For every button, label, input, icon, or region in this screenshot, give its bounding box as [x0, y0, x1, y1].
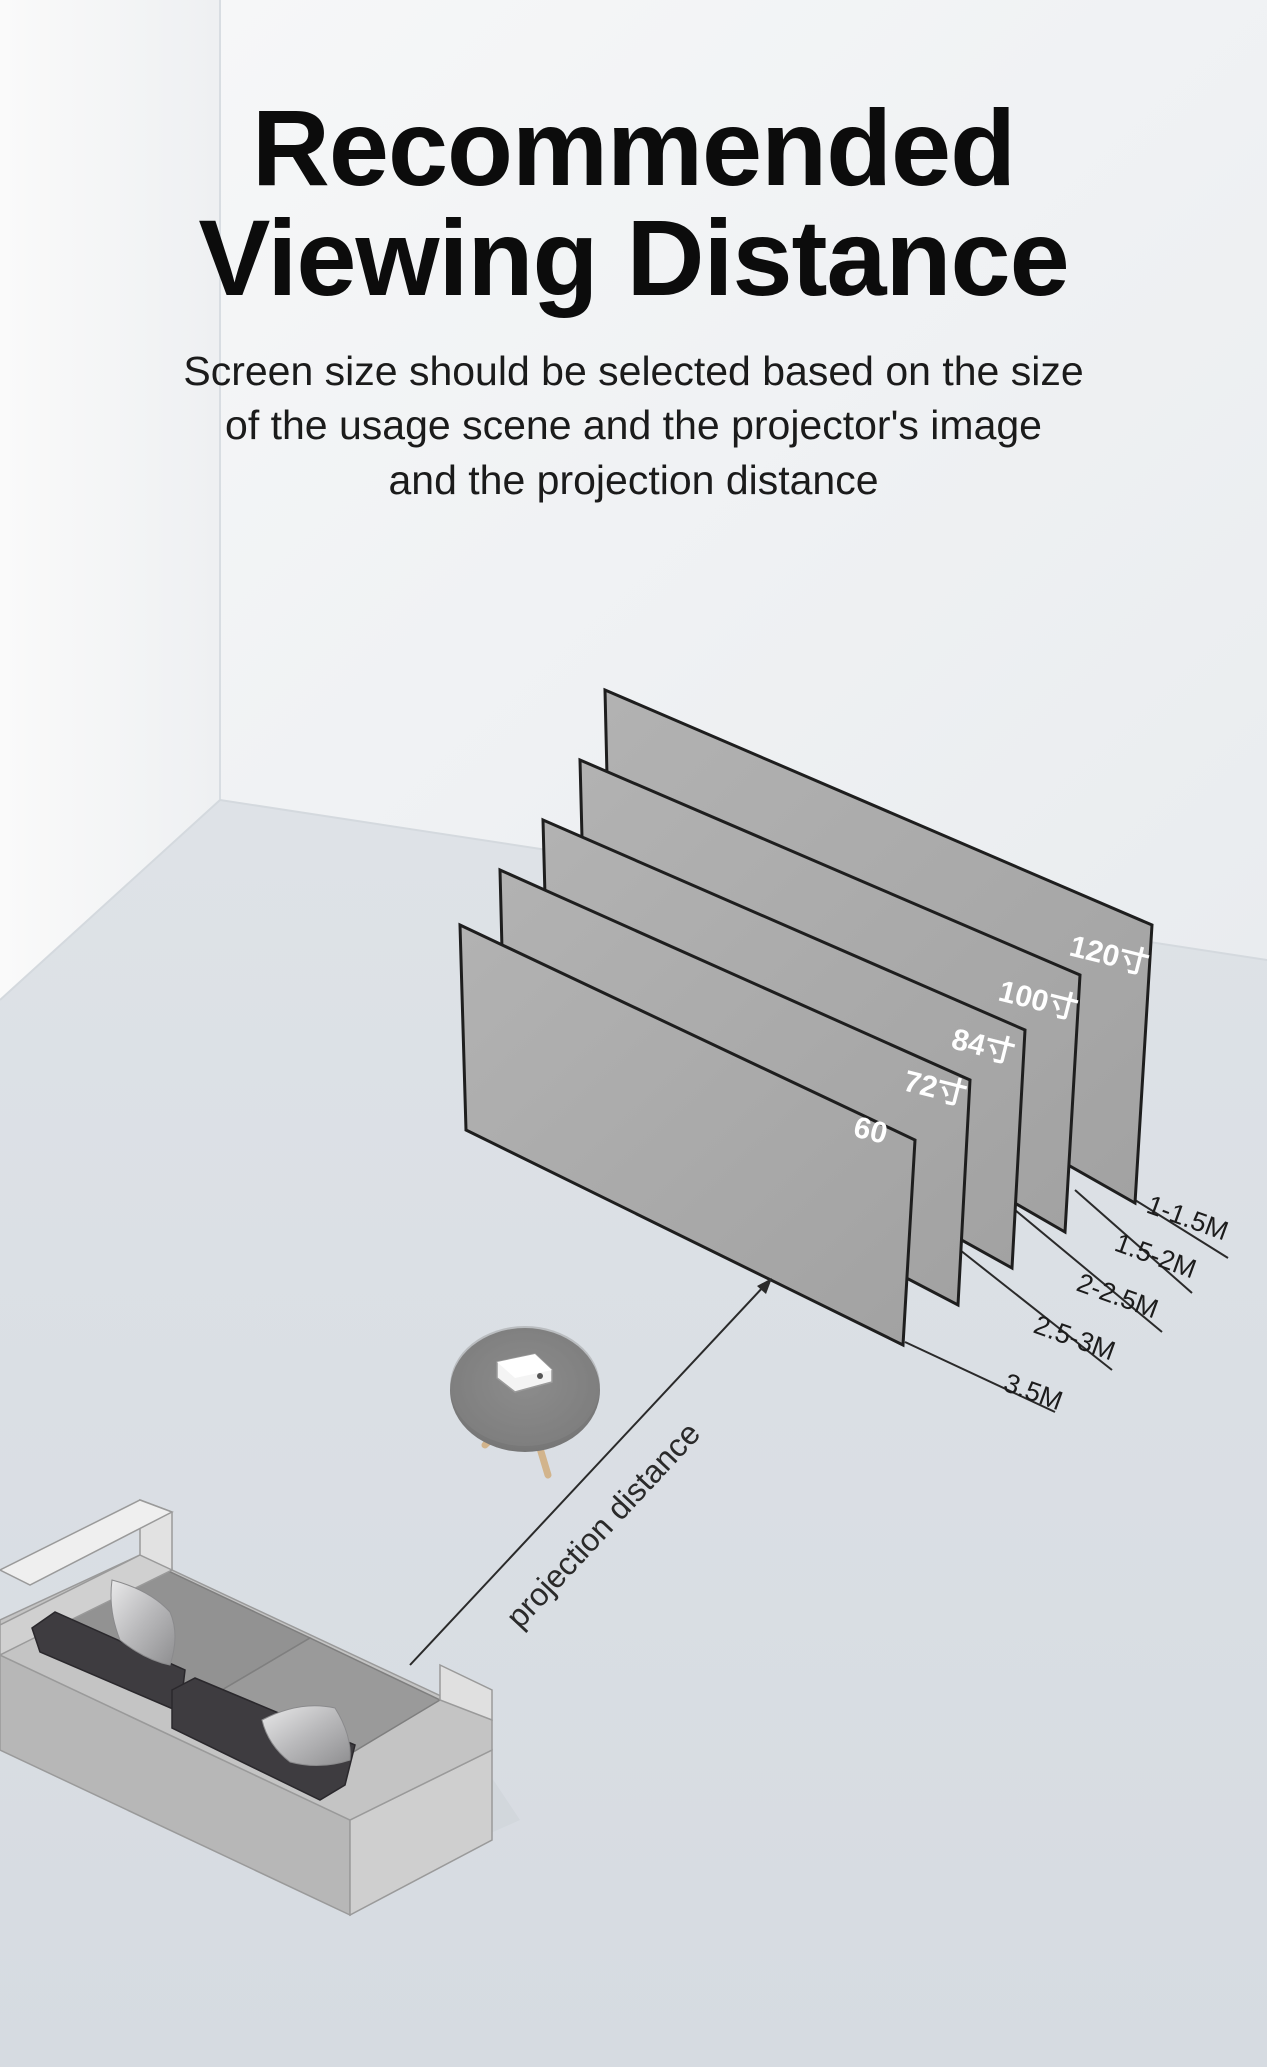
- screen-size-label-60: 60: [850, 1111, 890, 1151]
- subtitle-line-2: of the usage scene and the projector's i…: [225, 402, 1042, 448]
- projection-arrow: [409, 1278, 772, 1666]
- page-title-line-1: Recommended: [251, 87, 1016, 208]
- distance-line-3: [1014, 1209, 1163, 1333]
- back-wall: [220, 0, 1267, 960]
- distance-line-4: [959, 1249, 1113, 1371]
- distance-line-1: [1134, 1199, 1229, 1259]
- subtitle-line-3: and the projection distance: [388, 457, 879, 503]
- subtitle-line-1: Screen size should be selected based on …: [183, 348, 1084, 394]
- wall-floor-edge-left: [0, 799, 221, 1001]
- distance-markers: [904, 1189, 1229, 1413]
- page-title-line-2: Viewing Distance: [198, 197, 1069, 318]
- screen-60: [458, 922, 917, 1348]
- projector: [496, 1353, 553, 1393]
- left-wall: [0, 0, 220, 1000]
- distance-line-5: [904, 1341, 1056, 1413]
- sofa: [0, 1498, 520, 1917]
- distance-line-2: [1074, 1189, 1193, 1294]
